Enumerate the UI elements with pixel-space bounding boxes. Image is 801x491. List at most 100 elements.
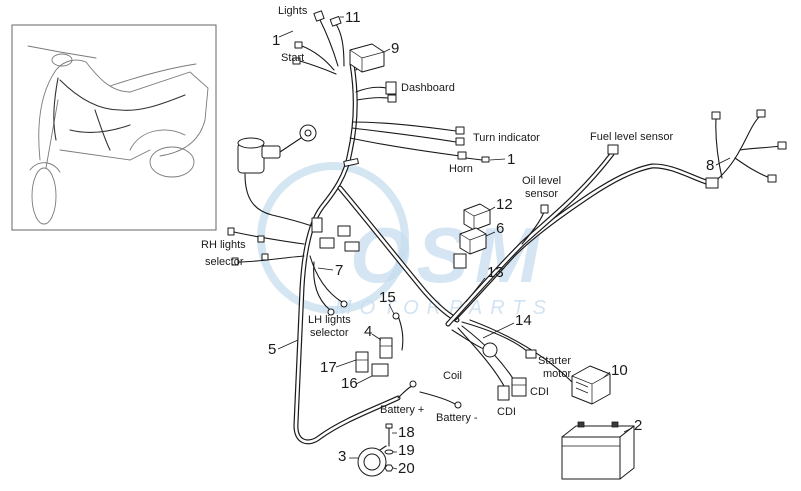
inset-scooter-view xyxy=(11,24,217,231)
callout-16: 16 xyxy=(341,375,358,392)
lights-wire-a xyxy=(319,19,339,67)
lower-relay xyxy=(459,227,487,255)
seat-sketch xyxy=(109,63,197,87)
leader-12 xyxy=(489,206,496,211)
leader-20 xyxy=(392,467,398,470)
lh-selector-wire-b xyxy=(313,261,331,311)
callout-5: 5 xyxy=(268,341,276,358)
floorboard-sketch xyxy=(59,149,151,161)
callout-9: 9 xyxy=(391,40,399,57)
leader-10 xyxy=(602,371,611,379)
leader-2 xyxy=(623,427,633,433)
nut xyxy=(384,464,394,472)
oil-sensor-wire xyxy=(521,211,545,245)
label-oil-level-sensor-line1: Oil level xyxy=(522,175,561,187)
callout-14: 14 xyxy=(515,312,532,329)
label-fuel-level-sensor: Fuel level sensor xyxy=(590,131,673,143)
regulator xyxy=(571,365,611,405)
coil-unit xyxy=(482,342,498,358)
label-lh-lights-selector-line1: LH lights xyxy=(308,314,351,326)
battery-positive-terminal-ring xyxy=(409,380,417,388)
battery-positive-wire xyxy=(397,385,413,399)
label-rh-lights-selector-line1: RH lights xyxy=(201,239,246,251)
horn-center xyxy=(363,453,381,471)
cluster-connector-d xyxy=(344,241,360,252)
part-4 xyxy=(379,337,393,359)
inset-harness-drop-sketch xyxy=(94,109,111,151)
callout-13: 13 xyxy=(487,264,504,281)
ignition-lock-cylinder xyxy=(261,145,281,159)
leader-16 xyxy=(355,375,373,385)
starter-motor-wire xyxy=(461,321,529,353)
callout-6: 6 xyxy=(496,220,504,237)
handlebar-sketch xyxy=(27,45,97,59)
label-battery-negative: Battery - xyxy=(436,412,478,424)
rear-connector-end-b xyxy=(777,141,787,150)
battery-terminal-left xyxy=(577,421,585,428)
leader-6 xyxy=(485,231,496,237)
rh-selector-connector-c xyxy=(257,235,265,243)
rh-selector-connector-d xyxy=(261,253,269,261)
turn-indicator-wire-a xyxy=(352,121,457,132)
leader-lines xyxy=(277,16,731,470)
battery-front xyxy=(561,436,621,480)
lights-wire-b xyxy=(335,23,345,67)
dashboard-wire-b xyxy=(356,97,389,101)
harness-tubes xyxy=(296,64,712,442)
callout-numbers: 11 1 9 1 8 12 6 7 13 15 14 4 5 10 17 16 … xyxy=(268,9,714,477)
ignition-wire xyxy=(244,173,313,227)
callout-7: 7 xyxy=(335,262,343,279)
components xyxy=(227,10,787,480)
battery-negative-wire xyxy=(419,391,456,405)
callout-1-top: 1 xyxy=(272,32,280,49)
leader-1-mid xyxy=(489,158,506,161)
horn-wire xyxy=(349,137,461,157)
ignition-switch-top xyxy=(237,137,265,149)
label-starter-motor-line2: motor xyxy=(543,368,571,380)
regulator-fin-b xyxy=(575,387,589,394)
label-cdi-right: CDI xyxy=(530,386,549,398)
headlight-sketch xyxy=(51,53,73,67)
label-dashboard: Dashboard xyxy=(401,82,455,94)
callout-19: 19 xyxy=(398,442,415,459)
callout-2: 2 xyxy=(634,417,642,434)
start-bulb-connector-b xyxy=(292,57,301,65)
top-relay xyxy=(349,43,385,73)
callout-20: 20 xyxy=(398,460,415,477)
callout-3: 3 xyxy=(338,448,346,465)
fork-sketch xyxy=(45,99,59,169)
dashboard-wire-a xyxy=(355,86,387,93)
label-lh-lights-selector-line2: selector xyxy=(310,327,349,339)
start-wire-b xyxy=(299,60,337,75)
upper-relay xyxy=(463,203,491,231)
turn-indicator-connector xyxy=(455,126,465,135)
washer xyxy=(384,449,394,455)
inset-harness-sketch xyxy=(59,79,186,111)
lights-bulb xyxy=(329,15,342,27)
front-shield-sketch xyxy=(38,59,87,161)
lh-selector-wire-a xyxy=(309,255,343,303)
rh-selector-connector-a xyxy=(227,227,235,236)
leader-9 xyxy=(383,48,391,53)
rh-selector-wire-a xyxy=(233,231,305,245)
label-horn: Horn xyxy=(449,163,473,175)
callout-4: 4 xyxy=(364,323,372,340)
turn-bulb-wire xyxy=(465,157,483,161)
inset-harness-front-sketch xyxy=(53,77,59,141)
turn-bulb xyxy=(481,156,490,163)
dashboard-connector xyxy=(385,81,397,95)
horn-connector xyxy=(457,151,467,160)
cluster-connector-c xyxy=(337,225,351,237)
lh-selector-terminal-b xyxy=(327,308,335,316)
callout-11: 11 xyxy=(345,9,361,26)
label-battery-positive: Battery + xyxy=(380,404,424,416)
leader-14 xyxy=(482,322,515,339)
rh-selector-connector-b xyxy=(231,257,239,266)
label-lights: Lights xyxy=(278,5,308,17)
callout-1-mid: 1 xyxy=(507,151,515,168)
label-rh-lights-selector-line2: selector xyxy=(205,256,244,268)
leader-5 xyxy=(277,339,299,350)
rear-connector-wire-d xyxy=(715,117,723,179)
watermark: OSM MOTORPARTS xyxy=(257,162,546,319)
